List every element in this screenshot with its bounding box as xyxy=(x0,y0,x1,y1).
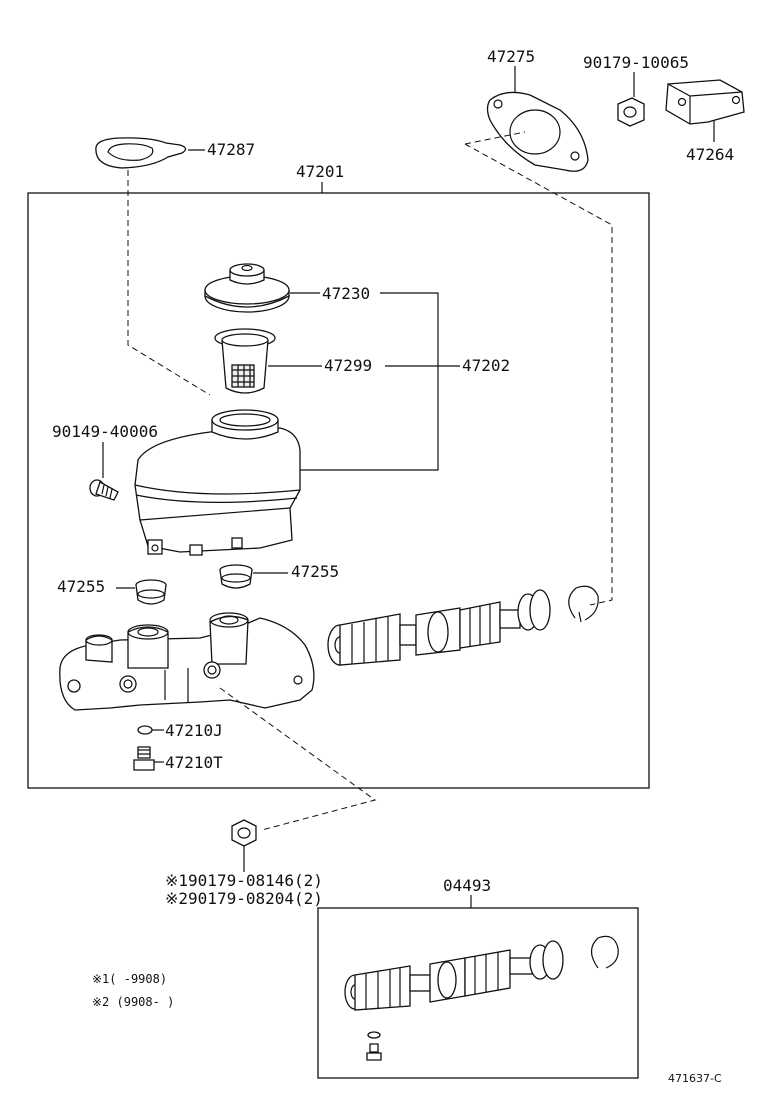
label-47264: 47264 xyxy=(686,145,734,164)
label-90149-40006: 90149-40006 xyxy=(52,422,158,441)
part-47202-reservoir xyxy=(134,409,301,556)
part-47210J-washer xyxy=(137,725,153,735)
kit-box-04493 xyxy=(317,907,639,1079)
label-04493: 04493 xyxy=(443,876,491,895)
label-47201: 47201 xyxy=(296,162,344,181)
label-47210J: 47210J xyxy=(165,721,223,740)
label-90179-08146: ※190179-08146(2) xyxy=(165,871,323,890)
note-2: ※2 (9908- ) xyxy=(92,995,174,1009)
part-90149-40006-screw xyxy=(89,479,119,501)
part-snap-ring-main xyxy=(568,585,599,623)
part-master-cylinder-body xyxy=(59,612,315,711)
label-47275: 47275 xyxy=(487,47,535,66)
label-47255-right: 47255 xyxy=(291,562,339,581)
part-47264-bracket xyxy=(665,79,745,125)
label-90179-08204: ※290179-08204(2) xyxy=(165,889,323,908)
part-47255-grommet-left xyxy=(135,579,167,605)
assembly-box-47201 xyxy=(27,192,650,789)
part-47275-gasket xyxy=(486,91,589,172)
part-47210T-bleeder xyxy=(133,746,155,771)
label-47287: 47287 xyxy=(207,140,255,159)
label-47255-left: 47255 xyxy=(57,577,105,596)
label-90179-10065: 90179-10065 xyxy=(583,53,689,72)
part-snap-ring-kit xyxy=(590,935,619,969)
part-washer-kit xyxy=(367,1031,381,1039)
part-bleeder-kit xyxy=(366,1043,382,1061)
part-90179-10065-nut xyxy=(617,97,645,127)
part-piston-assembly-main xyxy=(327,589,551,666)
part-90179-08146-nut xyxy=(231,819,257,847)
part-47287-plate xyxy=(95,137,187,169)
part-47230-cap xyxy=(204,263,290,313)
part-piston-assembly-kit xyxy=(344,940,564,1011)
label-47202: 47202 xyxy=(462,356,510,375)
figure-id: 471637-C xyxy=(668,1072,722,1085)
label-47230: 47230 xyxy=(322,284,370,303)
part-47255-grommet-right xyxy=(219,564,253,589)
label-47299: 47299 xyxy=(324,356,372,375)
part-47299-strainer xyxy=(214,328,276,394)
label-47210T: 47210T xyxy=(165,753,223,772)
note-1: ※1( -9908) xyxy=(92,972,167,986)
